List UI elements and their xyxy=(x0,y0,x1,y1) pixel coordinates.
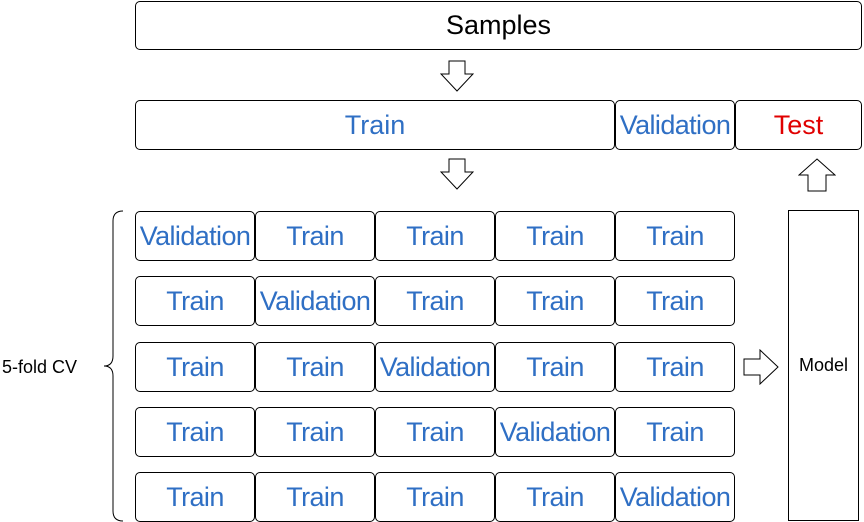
fold-cell-label: Train xyxy=(526,285,584,316)
fold-3-cell-4: Train xyxy=(495,342,615,392)
validation-split-label: Validation xyxy=(619,109,731,140)
fold-cell-label: Train xyxy=(166,351,224,382)
fold-cell-label: Train xyxy=(646,416,704,447)
train-split-label: Train xyxy=(344,109,406,140)
down-arrow-icon xyxy=(440,60,474,92)
fold-cell-label: Train xyxy=(286,351,344,382)
right-arrow-icon xyxy=(743,349,779,385)
test-split-label: Test xyxy=(773,109,824,140)
fold-cell-label: Train xyxy=(166,285,224,316)
fold-2-cell-2: Validation xyxy=(255,276,375,326)
fold-3-cell-2: Train xyxy=(255,342,375,392)
up-arrow-icon xyxy=(798,158,836,192)
fold-4-cell-1: Train xyxy=(135,407,255,457)
fold-5-cell-3: Train xyxy=(375,472,495,522)
fold-4-cell-4: Validation xyxy=(495,407,615,457)
fold-cell-label: Train xyxy=(166,416,224,447)
fold-1-cell-4: Train xyxy=(495,211,615,261)
fold-cell-label: Train xyxy=(526,351,584,382)
fold-1-cell-3: Train xyxy=(375,211,495,261)
fold-cell-label: Train xyxy=(166,481,224,512)
fold-cell-label: Train xyxy=(646,285,704,316)
fold-1-cell-1: Validation xyxy=(135,211,255,261)
fold-cell-label: Validation xyxy=(619,481,731,512)
samples-box: Samples xyxy=(135,1,862,50)
fold-2-cell-3: Train xyxy=(375,276,495,326)
fold-2-cell-5: Train xyxy=(615,276,735,326)
fold-cell-label: Train xyxy=(646,220,704,251)
model-label: Model xyxy=(798,355,849,375)
fold-5-cell-1: Train xyxy=(135,472,255,522)
fold-2-cell-1: Train xyxy=(135,276,255,326)
fold-cell-label: Train xyxy=(646,351,704,382)
fold-cell-label: Train xyxy=(526,481,584,512)
fold-3-cell-5: Train xyxy=(615,342,735,392)
fold-4-cell-2: Train xyxy=(255,407,375,457)
samples-label: Samples xyxy=(445,10,552,40)
down-arrow-icon xyxy=(440,158,474,190)
fold-1-cell-2: Train xyxy=(255,211,375,261)
fold-cell-label: Train xyxy=(286,220,344,251)
train-split-box: Train xyxy=(135,100,615,150)
fold-cell-label: Train xyxy=(526,220,584,251)
model-box: Model xyxy=(788,210,859,521)
fold-4-cell-3: Train xyxy=(375,407,495,457)
test-split-box: Test xyxy=(735,100,862,150)
fold-cell-label: Train xyxy=(406,220,464,251)
fold-cell-label: Validation xyxy=(379,351,491,382)
fold-cell-label: Train xyxy=(286,416,344,447)
fold-cell-label: Validation xyxy=(259,285,371,316)
fold-cell-label: Train xyxy=(406,416,464,447)
fold-cell-label: Validation xyxy=(499,416,611,447)
fold-2-cell-4: Train xyxy=(495,276,615,326)
fold-cell-label: Train xyxy=(286,481,344,512)
fold-4-cell-5: Train xyxy=(615,407,735,457)
fold-3-cell-1: Train xyxy=(135,342,255,392)
fold-5-cell-2: Train xyxy=(255,472,375,522)
fold-cell-label: Train xyxy=(406,481,464,512)
fold-1-cell-5: Train xyxy=(615,211,735,261)
fold-cell-label: Train xyxy=(406,285,464,316)
fold-5-cell-4: Train xyxy=(495,472,615,522)
fold-3-cell-3: Validation xyxy=(375,342,495,392)
validation-split-box: Validation xyxy=(615,100,735,150)
fold-5-cell-5: Validation xyxy=(615,472,735,522)
cv-label: 5-fold CV xyxy=(2,357,78,377)
fold-cell-label: Validation xyxy=(139,220,251,251)
curly-brace-icon xyxy=(103,210,124,522)
